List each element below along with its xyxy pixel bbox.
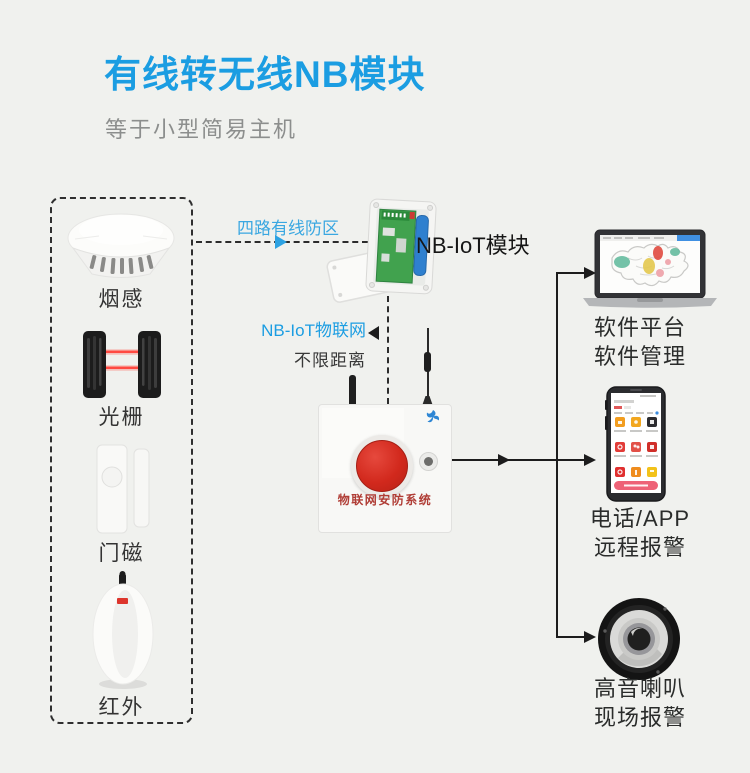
nb-network-label: NB-IoT物联网 不限距离 xyxy=(238,316,366,371)
door-magnet-label: 门磁 xyxy=(98,542,145,565)
speaker-label-line1: 高音喇叭 xyxy=(593,676,686,701)
host-antenna-base xyxy=(422,396,433,406)
connector-speaker-arrow-icon xyxy=(584,631,596,643)
nb-module-label: NB-IoT模块 xyxy=(416,233,530,258)
alarm-button xyxy=(356,440,408,492)
software-label-line2: 软件管理 xyxy=(593,344,686,369)
speaker-output-label: 高音喇叭 现场报警 xyxy=(560,674,720,732)
alarm-host-label: 物联网安防系统 xyxy=(337,493,433,507)
host-antenna-short xyxy=(349,375,356,406)
wired-zone-label: 四路有线防区 xyxy=(237,219,339,238)
software-label-line1: 软件平台 xyxy=(593,315,686,340)
wired-zone-arrow-icon xyxy=(275,235,287,249)
phone-label-line1: 电话/APP xyxy=(589,506,691,531)
page-title: 有线转无线NB模块 xyxy=(104,54,426,95)
host-buzzer-icon xyxy=(419,452,438,471)
host-brand-logo-icon xyxy=(426,410,440,423)
connector-to-laptop xyxy=(556,272,584,274)
host-antenna-sleeve xyxy=(424,352,431,372)
sensor-group-box xyxy=(50,197,193,724)
infrared-pir-label: 红外 xyxy=(98,696,145,719)
infrared-pir-icon xyxy=(92,571,154,689)
page-subtitle: 等于小型简易主机 xyxy=(105,117,298,142)
connector-mid-arrow-icon xyxy=(498,454,510,466)
door-magnet-icon xyxy=(96,444,150,534)
speaker-icon xyxy=(598,598,680,680)
nb-network-line2: 不限距离 xyxy=(294,351,366,370)
connector-phone-arrow-icon xyxy=(584,454,596,466)
connector-host-to-phone xyxy=(452,459,584,461)
beam-grating-icon xyxy=(83,331,161,398)
connector-to-speaker xyxy=(556,636,584,638)
smoke-detector-icon xyxy=(67,213,175,278)
laptop-icon xyxy=(583,229,717,308)
phone-label-line2: 远程报警 xyxy=(593,535,686,560)
beam-grating-label: 光栅 xyxy=(98,406,145,429)
nb-network-line1: NB-IoT物联网 xyxy=(261,321,366,340)
nb-network-arrow-icon xyxy=(368,326,379,340)
connector-branch-vertical xyxy=(556,272,558,638)
smoke-detector-label: 烟感 xyxy=(98,288,145,311)
phone-icon xyxy=(605,386,666,502)
speaker-label-line2: 现场报警 xyxy=(593,705,686,730)
software-output-label: 软件平台 软件管理 xyxy=(560,313,720,371)
nb-iot-module-icon xyxy=(326,198,437,303)
module-host-dashed-line xyxy=(387,296,389,404)
connector-laptop-arrow-icon xyxy=(584,267,596,279)
phone-output-label: 电话/APP 远程报警 xyxy=(560,504,720,562)
